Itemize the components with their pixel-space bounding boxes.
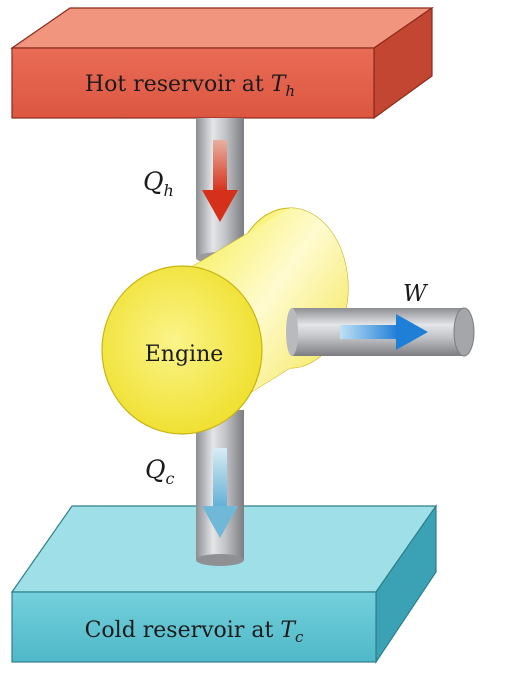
cold-temp-symbol: T xyxy=(280,618,297,643)
heat-out-symbol: Q xyxy=(145,455,166,484)
hot-reservoir: Hot reservoir at Th xyxy=(10,6,434,120)
hot-temp-symbol: T xyxy=(271,72,288,97)
svg-text:Qc: Qc xyxy=(145,455,175,488)
svg-text:Cold reservoir at: Cold reservoir at Tc xyxy=(85,618,304,646)
work-symbol: W xyxy=(403,281,429,307)
svg-text:Qh: Qh xyxy=(143,167,174,200)
heat-out-subscript: c xyxy=(166,469,175,488)
svg-text:Hot reservoir at: Hot reservoir at Th xyxy=(85,72,295,100)
hot-reservoir-label: Hot reservoir at xyxy=(85,72,264,97)
cold-reservoir-label: Cold reservoir at xyxy=(85,618,274,643)
heat-out-arrow xyxy=(202,448,238,538)
heat-in-subscript: h xyxy=(164,181,174,200)
hot-temp-subscript: h xyxy=(285,82,295,100)
heat-in-arrow xyxy=(202,140,238,222)
engine-cylinder: Engine xyxy=(101,207,349,435)
work-arrow xyxy=(340,314,428,350)
cold-temp-subscript: c xyxy=(295,628,304,646)
heat-in-symbol: Q xyxy=(143,167,164,196)
engine-label: Engine xyxy=(145,342,224,367)
cold-reservoir: Cold reservoir at Tc xyxy=(10,504,438,664)
